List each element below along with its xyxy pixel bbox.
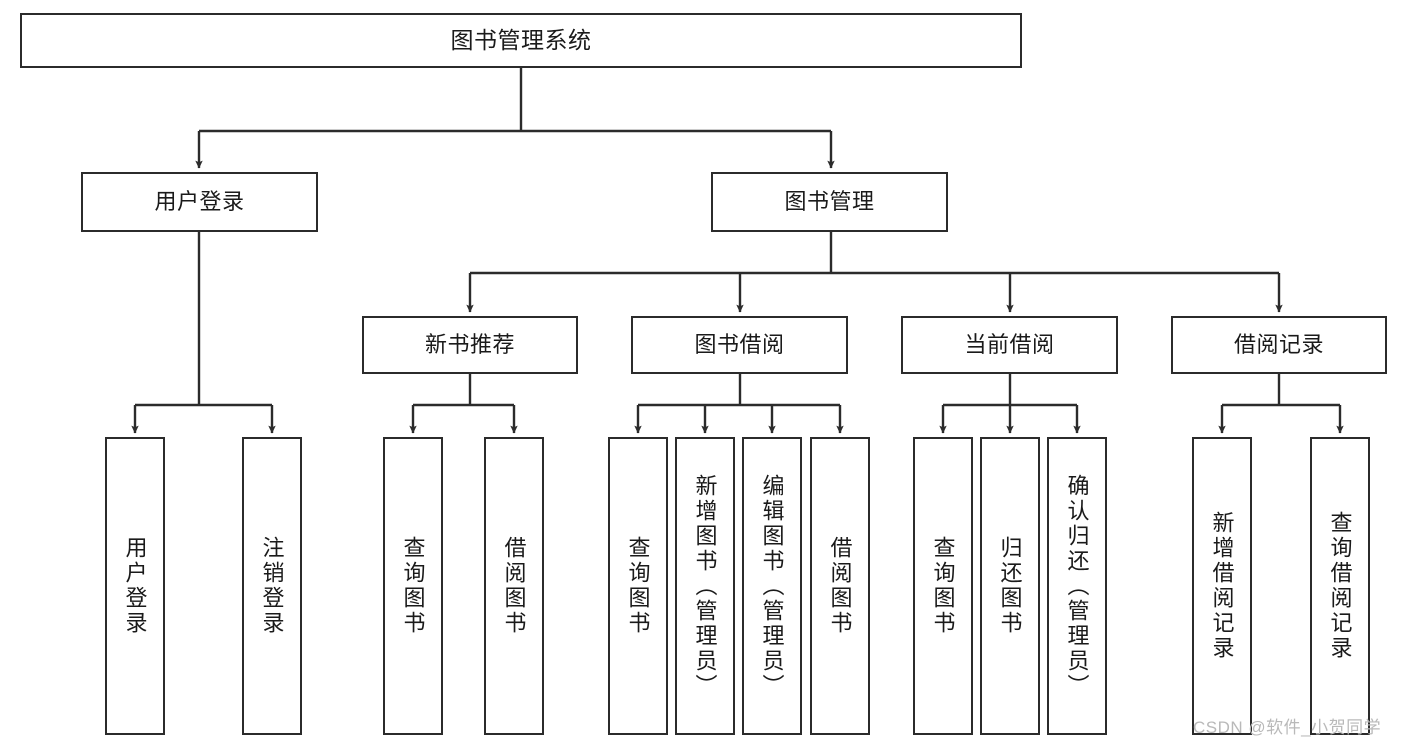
node-label: 图书借阅 (694, 331, 785, 357)
leaf-add-borrow-record[interactable]: 新增借阅记录 (1192, 437, 1252, 735)
leaf-borrow-book[interactable]: 借阅图书 (810, 437, 870, 735)
leaf-add-book-admin[interactable]: 新增图书（管理员） (675, 437, 735, 735)
node-label: 查询借阅记录 (1327, 511, 1353, 661)
leaf-confirm-return-admin[interactable]: 确认归还（管理员） (1047, 437, 1107, 735)
leaf-borrow-book-recommend[interactable]: 借阅图书 (484, 437, 544, 735)
node-label: 当前借阅 (964, 331, 1055, 357)
node-label: 借阅图书 (827, 536, 853, 636)
node-borrow-record[interactable]: 借阅记录 (1171, 316, 1387, 374)
node-label: 借阅图书 (501, 536, 527, 636)
node-label: 确认归还（管理员） (1064, 473, 1090, 699)
leaf-query-book-current[interactable]: 查询图书 (913, 437, 973, 735)
node-label: 查询图书 (400, 536, 426, 636)
leaf-user-login[interactable]: 用户登录 (105, 437, 165, 735)
node-label: 图书管理系统 (450, 26, 592, 53)
node-label: 归还图书 (997, 536, 1023, 636)
node-label: 用户登录 (154, 188, 245, 214)
node-label: 新增图书（管理员） (692, 473, 718, 699)
node-label: 注销登录 (259, 536, 285, 636)
leaf-query-book-recommend[interactable]: 查询图书 (383, 437, 443, 735)
leaf-query-book-borrow[interactable]: 查询图书 (608, 437, 668, 735)
node-label: 新书推荐 (424, 331, 515, 357)
leaf-edit-book-admin[interactable]: 编辑图书（管理员） (742, 437, 802, 735)
node-label: 编辑图书（管理员） (759, 473, 785, 699)
leaf-return-book[interactable]: 归还图书 (980, 437, 1040, 735)
node-new-book-recommend[interactable]: 新书推荐 (362, 316, 578, 374)
node-label: 用户登录 (122, 536, 148, 636)
node-book-management-system[interactable]: 图书管理系统 (20, 13, 1022, 68)
node-book-management[interactable]: 图书管理 (711, 172, 948, 232)
node-current-borrow[interactable]: 当前借阅 (901, 316, 1118, 374)
leaf-logout-login[interactable]: 注销登录 (242, 437, 302, 735)
node-label: 借阅记录 (1233, 331, 1324, 357)
node-label: 查询图书 (625, 536, 651, 636)
node-label: 图书管理 (784, 188, 875, 214)
node-user-login[interactable]: 用户登录 (81, 172, 318, 232)
node-label: 新增借阅记录 (1209, 511, 1235, 661)
node-label: 查询图书 (930, 536, 956, 636)
node-book-borrow[interactable]: 图书借阅 (631, 316, 848, 374)
leaf-query-borrow-record[interactable]: 查询借阅记录 (1310, 437, 1370, 735)
